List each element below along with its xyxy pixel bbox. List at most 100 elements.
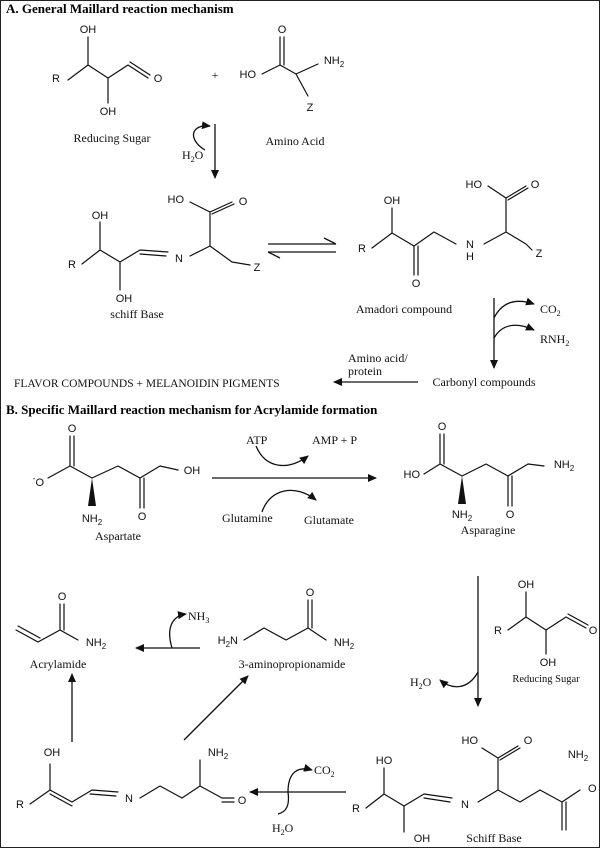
atom-ho: HO <box>466 179 483 191</box>
atom-oh: OH <box>116 293 133 305</box>
acrylamide-structure: O NH2 <box>15 591 107 651</box>
label-schiff-base-b: Schiff Base <box>466 831 521 845</box>
atom-o: O <box>589 625 598 637</box>
atom-h: H <box>466 251 474 263</box>
atom-oh: OH <box>540 657 557 669</box>
label-co2-a: CO2 <box>540 302 561 318</box>
atom-nh2: NH2 <box>82 513 103 527</box>
atom-nh2: NH2 <box>86 637 107 651</box>
label-aminopropionamide: 3-aminopropionamide <box>239 657 346 671</box>
label-amadori: Amadori compound <box>356 302 452 316</box>
atom-ho: HO <box>462 735 479 747</box>
atom-ho: HO <box>168 194 185 206</box>
atom-ho: HO <box>240 69 257 81</box>
atom-nh2: NH2 <box>334 637 355 651</box>
atom-o: O <box>306 587 315 599</box>
label-atp: ATP <box>246 433 268 447</box>
label-acrylamide: Acrylamide <box>30 657 87 671</box>
arrow-co2-release <box>493 297 535 319</box>
arrow-water-release <box>192 121 211 151</box>
atom-r: R <box>358 243 366 255</box>
section-a-title: A. General Maillard reaction mechanism <box>6 1 234 16</box>
atom-r: R <box>68 259 76 271</box>
amadori-structure: R OH O N H HO O Z <box>358 179 543 290</box>
arrow-atp-to-amp <box>255 445 309 467</box>
label-glutamate: Glutamate <box>304 513 354 527</box>
atom-oh: OH <box>80 24 97 36</box>
label-glutamine: Glutamine <box>222 511 273 525</box>
atom-o: O <box>531 179 540 191</box>
atom-oh: OH <box>184 465 201 477</box>
atom-oh: OH <box>44 747 61 759</box>
atom-n: N <box>461 799 469 811</box>
arrow-nh3-release <box>169 611 187 649</box>
atom-o: O <box>506 509 515 521</box>
arrow-enol-to-aminopropionamide <box>183 675 249 741</box>
atom-r: R <box>352 803 360 815</box>
plus-sign: + <box>212 68 219 82</box>
enol-intermediate-structure: R OH N NH2 O <box>16 747 247 811</box>
equilibrium-arrows <box>267 237 337 259</box>
label-asparagine: Asparagine <box>461 523 516 537</box>
wedge-bond <box>88 478 96 506</box>
atom-r: R <box>494 625 502 637</box>
atom-z: Z <box>254 262 261 274</box>
section-b-title: B. Specific Maillard reaction mechanism … <box>6 402 378 417</box>
arrow-water-release-b <box>439 671 479 689</box>
label-aspartate: Aspartate <box>95 529 141 543</box>
atom-nh2: NH2 <box>554 459 575 473</box>
atom-nh2: NH2 <box>452 509 473 523</box>
atom-z: Z <box>536 248 543 260</box>
label-rnh2: RNH2 <box>540 332 569 348</box>
asparagine-structure: HO O NH2 O NH2 <box>404 421 575 523</box>
atom-o-minus: -O <box>33 474 45 489</box>
atom-r: R <box>52 73 60 85</box>
label-water-b2: H2O <box>272 821 294 837</box>
label-reducing-sugar-b: Reducing Sugar <box>512 674 580 685</box>
arrow-rnh2-release <box>493 323 535 339</box>
label-co2-b: CO2 <box>314 763 335 779</box>
atom-o: O <box>239 196 248 208</box>
schiff-base-b-structure: R HO OH N HO O NH2 O <box>352 735 597 845</box>
atom-oh: OH <box>518 579 535 591</box>
atom-o: O <box>524 735 533 747</box>
atom-n: N <box>125 793 133 805</box>
label-water-b1: H2O <box>410 675 432 691</box>
atom-o: O <box>588 783 597 795</box>
atom-o: O <box>278 24 287 36</box>
amino-acid-a-structure: HO O NH2 Z <box>240 24 345 114</box>
arrow-co2-release-b <box>287 763 313 793</box>
atom-o: O <box>238 795 247 807</box>
label-amp: AMP + P <box>312 433 357 447</box>
atom-r: R <box>16 799 24 811</box>
wedge-bond <box>458 476 466 504</box>
label-water-a: H2O <box>182 148 204 164</box>
atom-nh2: NH2 <box>568 749 589 763</box>
reducing-sugar-b-structure: R OH OH O <box>494 579 598 669</box>
label-carbonyl-compounds: Carbonyl compounds <box>433 375 536 389</box>
schiff-base-a-structure: R OH OH N HO O Z <box>68 194 261 305</box>
atom-o: O <box>412 278 421 290</box>
arrow-glutamine-to-glutamate <box>261 489 317 513</box>
atom-h2n: H2N <box>218 635 238 649</box>
atom-oh: OH <box>414 833 431 845</box>
label-amino-acid-protein-2: protein <box>348 364 382 378</box>
aminopropionamide-structure: H2N O NH2 <box>218 587 355 651</box>
reducing-sugar-a-structure: R OH OH O <box>52 24 163 118</box>
atom-nh2: NH2 <box>324 55 345 69</box>
label-nh3: NH3 <box>188 609 209 625</box>
label-flavor-compounds: FLAVOR COMPOUNDS + MELANOIDIN PIGMENTS <box>14 378 280 390</box>
label-schiff-base-a: schiff Base <box>110 307 163 321</box>
atom-ho: HO <box>376 755 393 767</box>
atom-o: O <box>438 421 447 433</box>
atom-oh: OH <box>384 195 401 207</box>
atom-o: O <box>58 591 67 603</box>
atom-n: N <box>466 239 474 251</box>
atom-o: O <box>154 73 163 85</box>
aspartate-structure: -O O NH2 O OH <box>33 423 201 527</box>
label-amino-acid-protein-1: Amino acid/ <box>348 351 408 365</box>
atom-n: N <box>175 253 183 265</box>
